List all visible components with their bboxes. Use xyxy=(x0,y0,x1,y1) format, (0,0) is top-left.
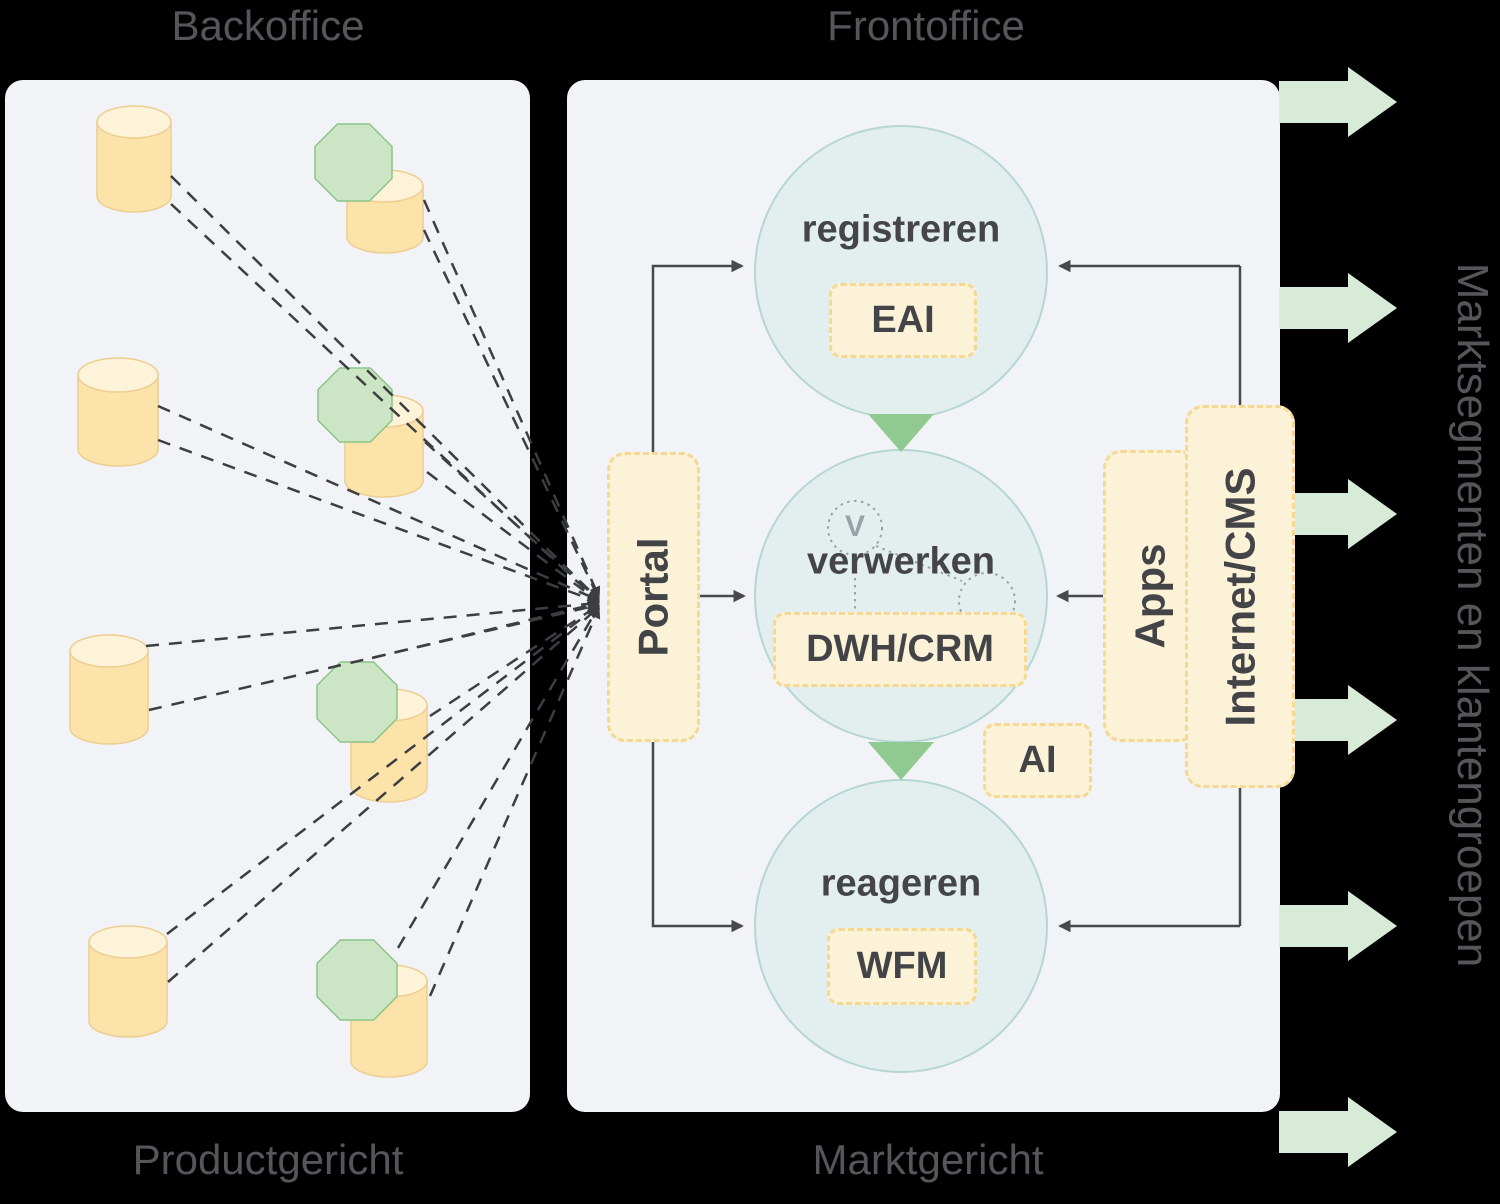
market-arrow-icon xyxy=(1279,273,1397,343)
dotted-circle-icon xyxy=(827,500,883,556)
dashed-link xyxy=(428,606,601,997)
portal-to-reageren-connector xyxy=(651,742,744,933)
frontoffice-title: Frontoffice xyxy=(827,2,1025,49)
dashed-link xyxy=(429,603,600,718)
v-decoration-label: V xyxy=(844,510,866,543)
backoffice-portal-links xyxy=(145,175,601,997)
process-octagon-icon xyxy=(314,123,393,202)
wfm-box-label: WFM xyxy=(856,945,948,987)
market-arrows xyxy=(1279,67,1397,1167)
dashed-link xyxy=(167,607,599,983)
registreren-label: registreren xyxy=(801,208,1001,251)
process-octagon-icon xyxy=(316,661,398,743)
dashed-link xyxy=(422,199,601,599)
flow-connectors xyxy=(651,259,1242,933)
eai-box: EAI xyxy=(829,283,977,358)
process-octagon-icon xyxy=(317,367,393,443)
ai-box-label: AI xyxy=(1018,739,1057,781)
market-arrow-icon xyxy=(1295,479,1397,549)
market-arrow-icon xyxy=(1295,685,1397,755)
internet-cms-box: Internet/CMS xyxy=(1185,405,1295,788)
dashed-link xyxy=(396,605,601,949)
eai-box-label: EAI xyxy=(871,299,935,341)
process-octagon-icon xyxy=(316,939,398,1021)
market-arrow-icon xyxy=(1279,891,1397,961)
market-arrow-icon xyxy=(1279,67,1397,137)
database-cylinder-icon xyxy=(69,634,149,745)
dashed-link xyxy=(157,404,600,602)
dashed-link xyxy=(371,599,601,660)
verwerken-label: verwerken xyxy=(806,540,996,583)
down-triangle-icon xyxy=(868,742,934,780)
database-cylinder-icon xyxy=(88,925,168,1038)
portal-to-registreren-connector xyxy=(651,259,744,452)
backoffice-title: Backoffice xyxy=(171,2,365,49)
dotted-connector xyxy=(875,545,963,582)
dashed-link xyxy=(157,438,600,604)
wfm-box: WFM xyxy=(827,928,977,1005)
dashed-link xyxy=(170,175,599,600)
flow-triangles xyxy=(868,414,934,780)
ai-box: AI xyxy=(983,723,1092,798)
backoffice-systems xyxy=(69,105,428,1078)
dwh-crm-box: DWH/CRM xyxy=(773,612,1027,687)
database-cylinder-icon xyxy=(77,357,159,467)
productgericht-label: Productgericht xyxy=(132,1136,404,1183)
dashed-link xyxy=(422,229,601,601)
dashed-link xyxy=(424,441,600,601)
dashed-link xyxy=(426,471,600,603)
down-triangle-icon xyxy=(868,414,934,452)
market-segments-label: Marktsegmenten en klantengroepen xyxy=(1448,262,1497,968)
market-arrow-icon xyxy=(1279,1097,1397,1167)
dwh-crm-box-label: DWH/CRM xyxy=(806,628,994,670)
reageren-label: reageren xyxy=(820,862,982,905)
database-cylinder-icon xyxy=(96,105,172,213)
dashed-link xyxy=(145,598,600,648)
apps-box: Apps xyxy=(1103,450,1197,742)
portal-box: Portal xyxy=(607,452,700,742)
marktgericht-label: Marktgericht xyxy=(812,1136,1044,1183)
dashed-link xyxy=(170,203,599,602)
